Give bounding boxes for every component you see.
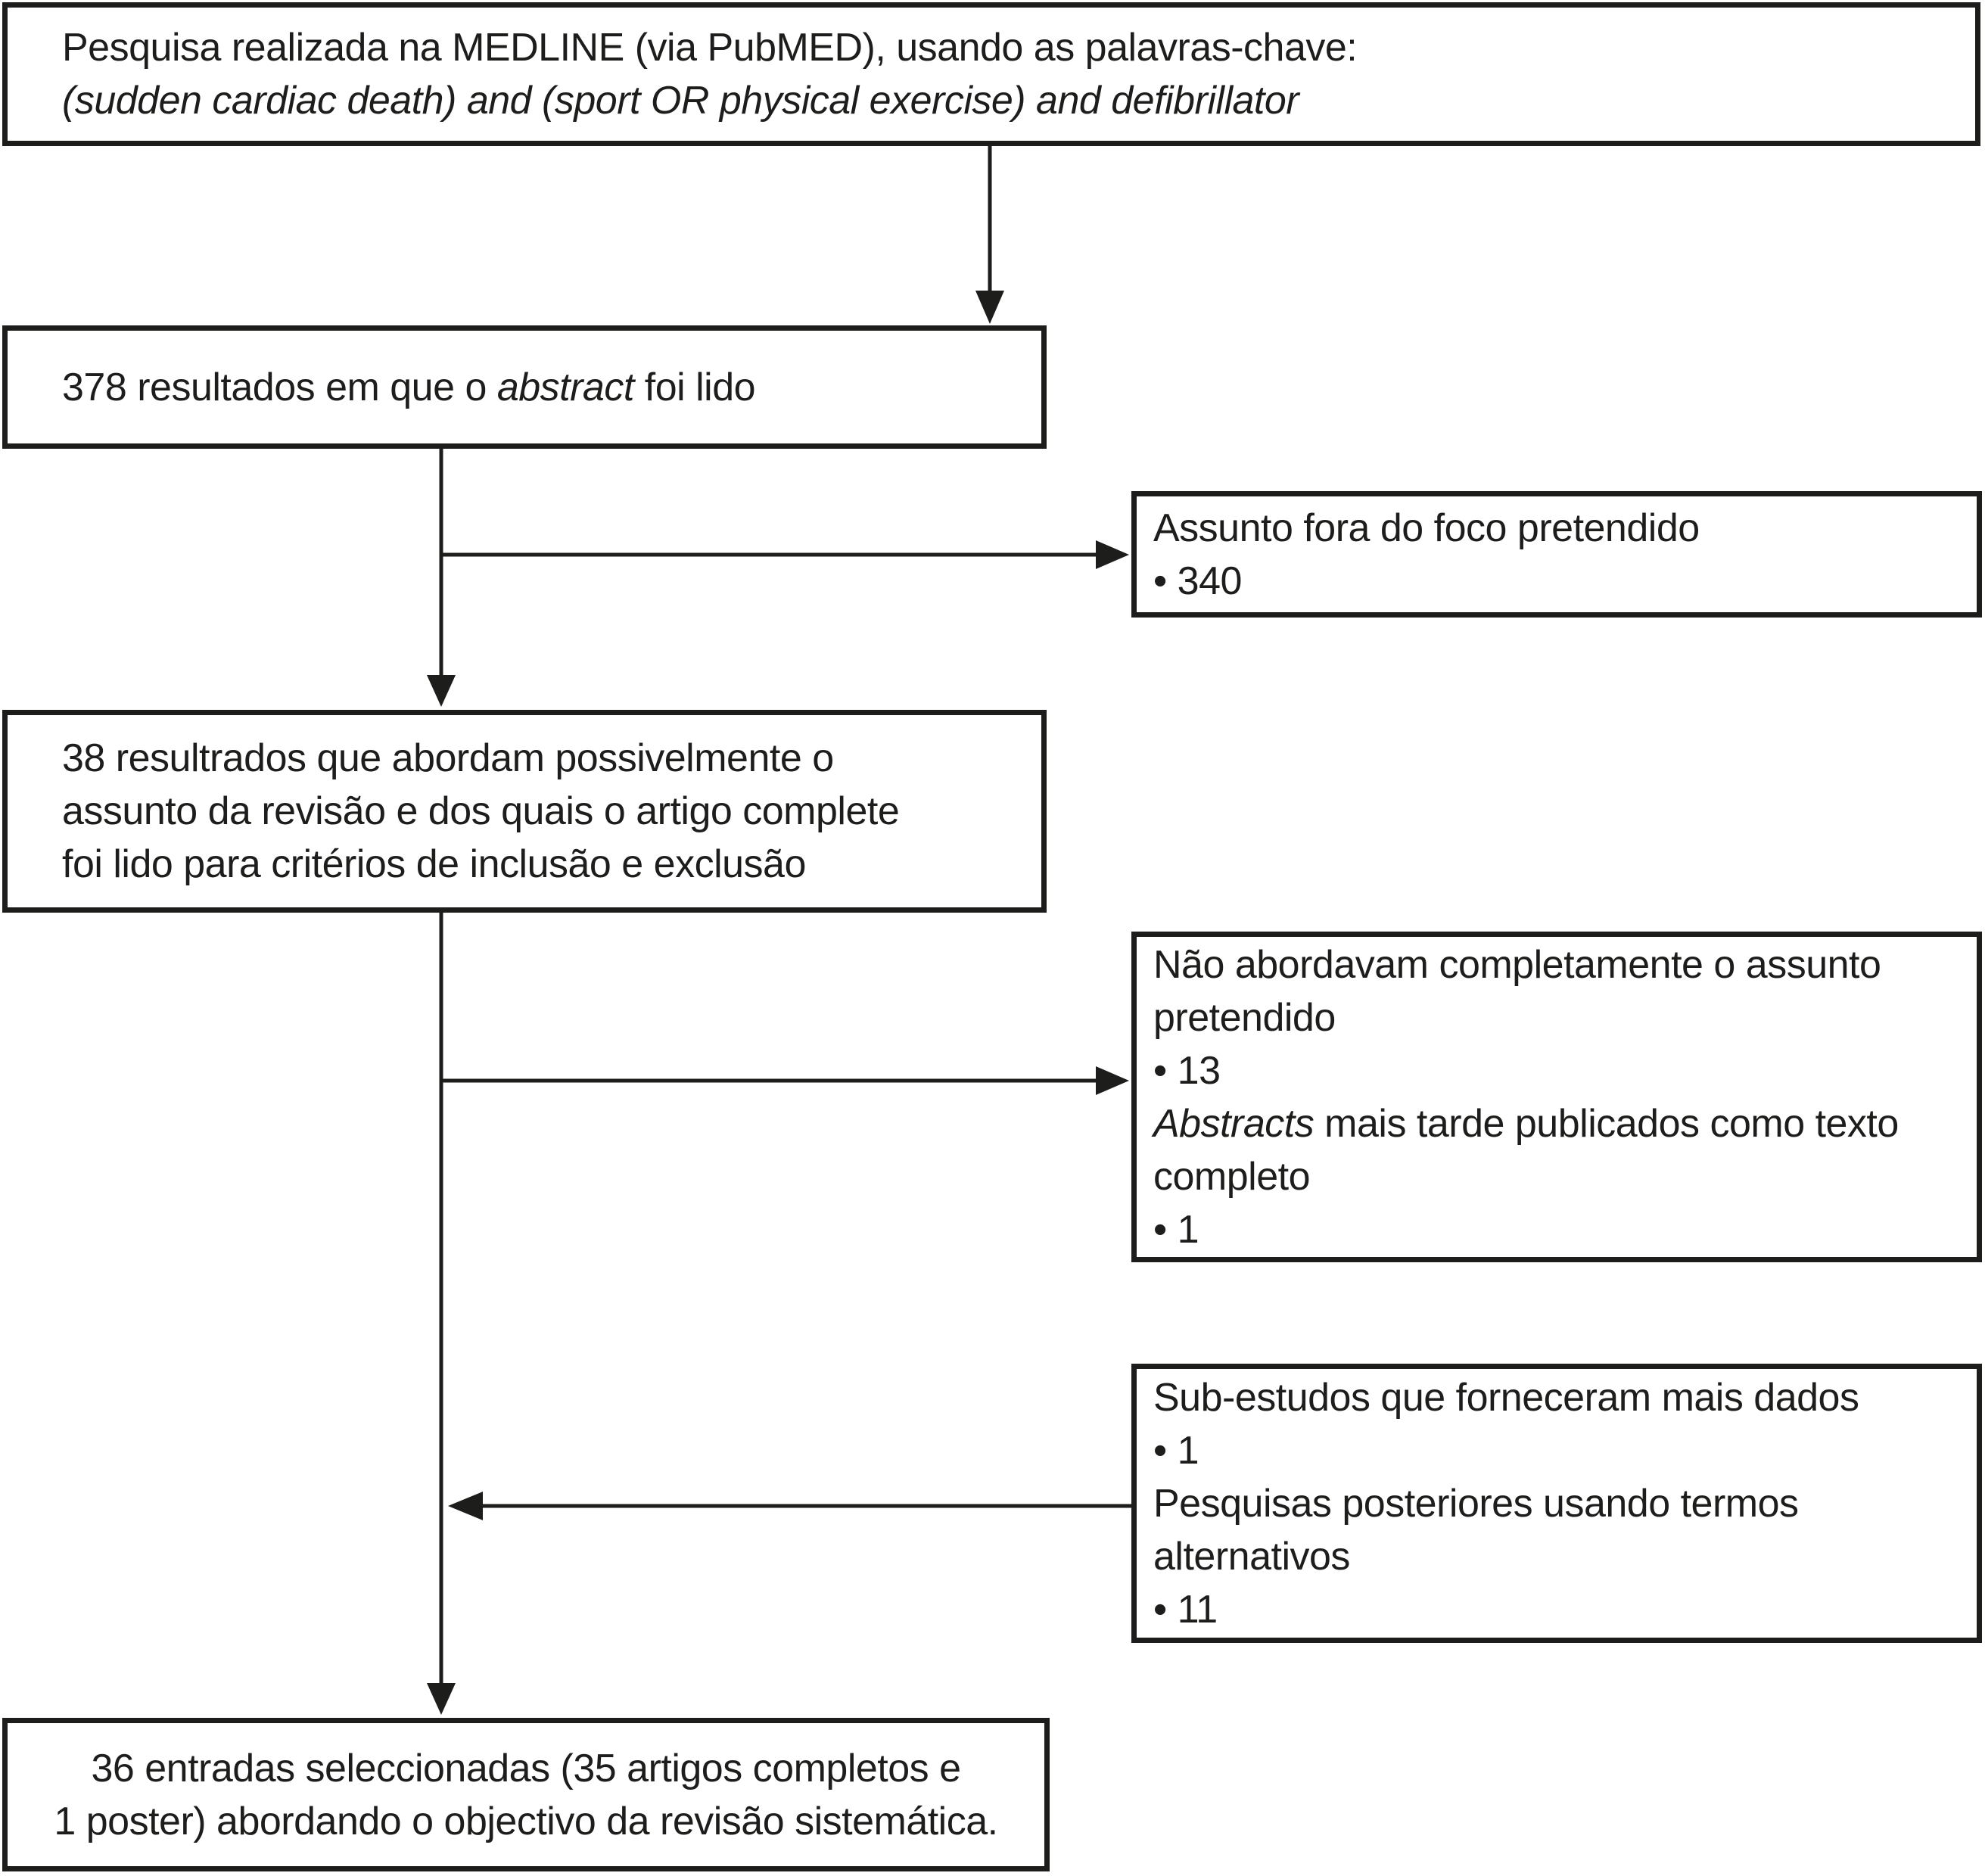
text-segment: Não abordavam completamente o assunto (1153, 942, 1881, 987)
arrow-to-excluded-focus (441, 540, 1129, 569)
text-line: • 340 (1153, 555, 1977, 608)
text-segment: pretendido (1153, 995, 1336, 1040)
box-abstracts-read: 378 resultados em que o abstract foi lid… (2, 325, 1047, 449)
text-segment: alternativos (1153, 1534, 1350, 1579)
text-segment: • 1 (1153, 1428, 1199, 1473)
text-segment: foi lido para critérios de inclusão e ex… (62, 842, 806, 886)
text-line: • 11 (1153, 1583, 1977, 1636)
arrow-to-excluded-incomplete (441, 1066, 1129, 1095)
text-line: completo (1153, 1150, 1977, 1203)
text-line: (sudden cardiac death) and (sport OR phy… (62, 74, 1975, 127)
text-segment: 378 resultados em que o (62, 365, 497, 409)
text-segment: assunto da revisão e dos quais o artigo … (62, 789, 900, 833)
text-segment: Pesquisa realizada na MEDLINE (via PubME… (62, 26, 1358, 70)
text-line: Pesquisas posteriores usando termos (1153, 1477, 1977, 1530)
text-line: 378 resultados em que o abstract foi lid… (62, 361, 1041, 414)
arrow-fulltext-to-final (427, 913, 456, 1715)
text-segment: 38 resultrados que abordam possivelmente… (62, 736, 834, 780)
text-line: • 1 (1153, 1424, 1977, 1477)
box-substudies-and-alternative-terms: Sub-estudos que forneceram mais dados • 1… (1131, 1364, 1982, 1643)
text-segment: completo (1153, 1154, 1311, 1199)
box-fulltext-review: 38 resultrados que abordam possivelmente… (2, 710, 1047, 913)
text-line: alternativos (1153, 1530, 1977, 1583)
box-excluded-incomplete: Não abordavam completamente o assunto pre… (1131, 932, 1982, 1262)
arrow-search-to-abstracts (975, 146, 1004, 324)
text-line: Sub-estudos que forneceram mais dados (1153, 1371, 1977, 1424)
text-line: Abstracts mais tarde publicados como tex… (1153, 1097, 1977, 1150)
text-line: • 13 (1153, 1044, 1977, 1097)
text-line: foi lido para critérios de inclusão e ex… (62, 838, 1041, 891)
text-segment: 1 poster) abordando o objectivo da revis… (54, 1799, 998, 1843)
text-segment: • 13 (1153, 1048, 1221, 1093)
text-segment: Sub-estudos que forneceram mais dados (1153, 1375, 1859, 1420)
text-line: assunto da revisão e dos quais o artigo … (62, 785, 1041, 838)
text-segment: Pesquisas posteriores usando termos (1153, 1481, 1799, 1526)
text-line: 38 resultrados que abordam possivelmente… (62, 732, 1041, 785)
italic-text-segment: (sudden cardiac death) and (sport OR phy… (62, 79, 1299, 123)
text-segment: foi lido (633, 365, 756, 409)
text-line: Pesquisa realizada na MEDLINE (via PubME… (62, 21, 1975, 74)
arrow-substudies-to-main-line (448, 1492, 1131, 1520)
text-segment: • 340 (1153, 558, 1242, 603)
box-excluded-out-of-focus: Assunto fora do foco pretendido • 340 (1131, 491, 1982, 618)
text-line: 36 entradas seleccionadas (35 artigos co… (12, 1742, 1040, 1795)
text-segment: • 1 (1153, 1207, 1199, 1252)
text-line: Não abordavam completamente o assunto (1153, 938, 1977, 991)
text-segment: mais tarde publicados como texto (1314, 1101, 1899, 1146)
arrow-abstracts-to-fulltext (427, 449, 456, 707)
italic-text-segment: abstract (496, 365, 634, 409)
text-line: Assunto fora do foco pretendido (1153, 502, 1977, 555)
box-final-selection: 36 entradas seleccionadas (35 artigos co… (2, 1718, 1050, 1871)
text-line: 1 poster) abordando o objectivo da revis… (12, 1795, 1040, 1848)
box-search-query: Pesquisa realizada na MEDLINE (via PubME… (2, 2, 1980, 146)
text-line: pretendido (1153, 991, 1977, 1044)
text-segment: 36 entradas seleccionadas (35 artigos co… (91, 1746, 961, 1790)
text-line: • 1 (1153, 1203, 1977, 1256)
text-segment: Assunto fora do foco pretendido (1153, 506, 1700, 550)
italic-text-segment: Abstracts (1153, 1101, 1315, 1146)
text-segment: • 11 (1153, 1587, 1218, 1632)
